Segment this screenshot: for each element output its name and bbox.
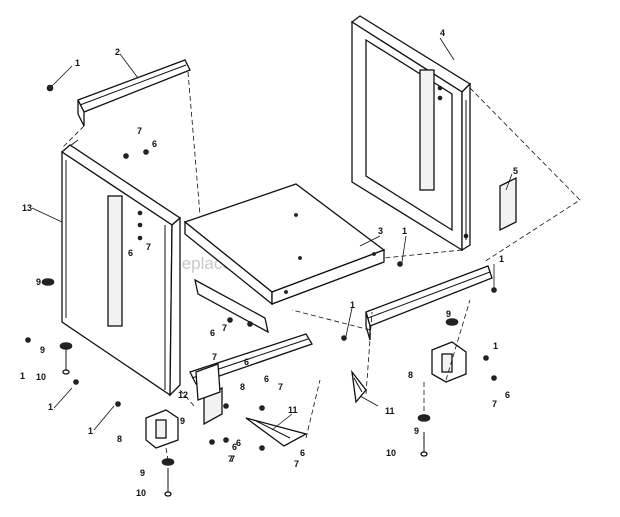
leader-lines: [31, 37, 513, 431]
callout-8: 8: [117, 434, 122, 444]
callout-7: 7: [222, 323, 227, 333]
callout-5: 5: [513, 166, 518, 176]
part-left-side-panel: [60, 139, 182, 397]
assembly-lines: [61, 71, 581, 461]
part-lower-crossbar: [194, 278, 269, 334]
callout-7: 7: [228, 454, 233, 464]
callout-7: 7: [294, 459, 299, 469]
part-leveler-foot: [41, 278, 459, 497]
part-floor-panel: [183, 183, 386, 306]
callout-4: 4: [440, 28, 445, 38]
callout-9: 9: [414, 426, 419, 436]
callout-6: 6: [232, 442, 237, 452]
part-leveler-bracket-mid: [195, 363, 221, 401]
callout-6: 6: [236, 438, 241, 448]
callout-1: 1: [88, 426, 93, 436]
callout-9: 9: [40, 345, 45, 355]
callout-6: 6: [244, 357, 249, 367]
callout-10: 10: [386, 448, 396, 458]
callout-1: 1: [48, 402, 53, 412]
callout-7: 7: [146, 242, 151, 252]
callout-9: 9: [140, 468, 145, 478]
callout-7: 7: [278, 382, 283, 392]
callout-8: 8: [408, 370, 413, 380]
callout-1: 1: [350, 300, 355, 310]
callout-10: 10: [36, 372, 46, 382]
callout-11: 11: [288, 405, 298, 415]
callout-7: 7: [212, 352, 217, 362]
callout-6: 6: [128, 248, 133, 258]
callout-6: 6: [152, 139, 157, 149]
callout-6: 6: [300, 448, 305, 458]
callout-9: 9: [446, 309, 451, 319]
callout-8: 8: [240, 382, 245, 392]
callout-1: 1: [493, 341, 498, 351]
callout-13: 13: [22, 203, 32, 213]
part-leveler-bracket-right: [431, 341, 467, 383]
part-corner-brace-left: [245, 417, 308, 447]
callout-1: 1: [499, 254, 504, 264]
callout-12: 12: [178, 390, 188, 400]
callout-7: 7: [230, 454, 235, 464]
callout-2: 2: [115, 47, 120, 57]
part-right-side-panel: [350, 15, 472, 252]
callout-7: 7: [137, 126, 142, 136]
part-corner-brace-right: [351, 369, 367, 404]
callout-10: 10: [136, 488, 146, 498]
callout-9: 9: [180, 416, 185, 426]
part-leveler-bracket-left: [145, 409, 179, 449]
callout-3: 3: [378, 226, 383, 236]
callout-7: 7: [492, 399, 497, 409]
callout-labels: 1 2 7 6 4 5 13 6 7 3 1 1 1 9 6 7 9 1 10 …: [20, 28, 518, 498]
part-top-bracket: [77, 59, 191, 127]
callout-1: 1: [402, 226, 407, 236]
part-front-rail: [365, 265, 493, 341]
callout-6: 6: [210, 328, 215, 338]
callout-1: 1: [20, 371, 25, 381]
callout-9: 9: [36, 277, 41, 287]
part-small-plate: [499, 176, 517, 232]
callout-1: 1: [75, 58, 80, 68]
callout-11: 11: [385, 406, 395, 416]
part-screws: [25, 84, 497, 451]
callout-6: 6: [264, 374, 269, 384]
callout-6: 6: [505, 390, 510, 400]
